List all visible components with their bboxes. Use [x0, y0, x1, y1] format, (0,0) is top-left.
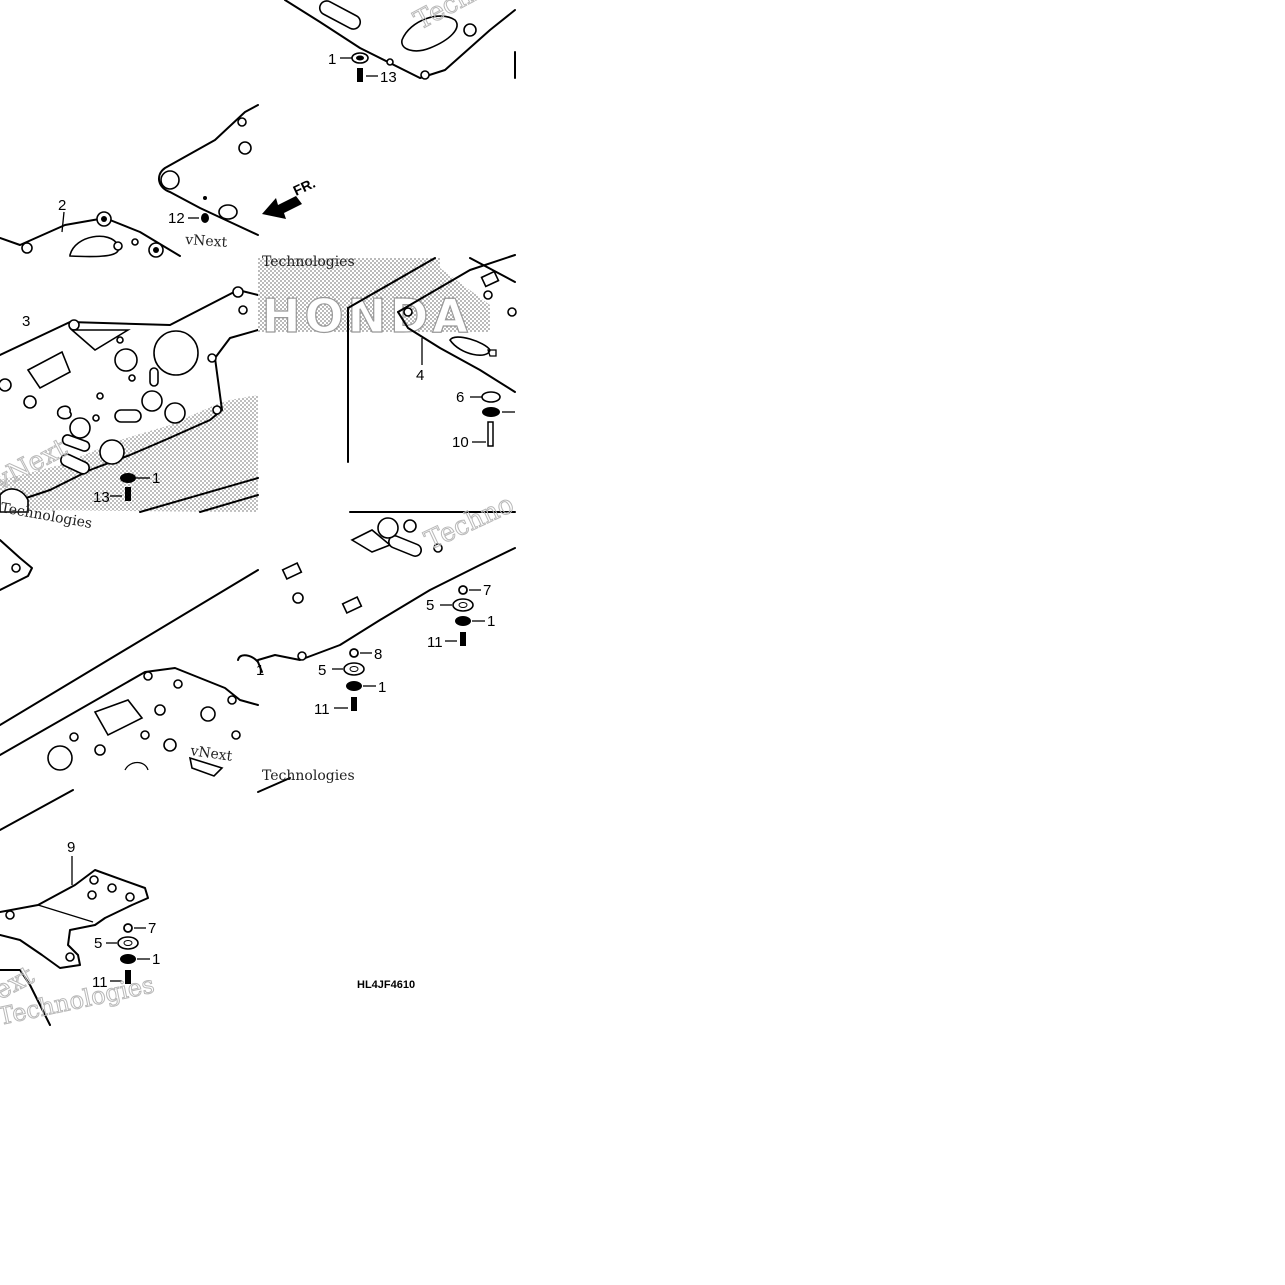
panel-top: Techno	[284, 0, 516, 82]
callout-5: 5	[94, 935, 102, 952]
callout-6: 6	[456, 389, 464, 406]
callout-3: 3	[22, 313, 30, 330]
watermark-technologies: Technologies	[262, 768, 355, 784]
panel-frame-left: vNext	[0, 539, 259, 831]
callout-1: 1	[487, 613, 495, 630]
callout-1: 1	[152, 470, 160, 487]
callout-12: 12	[168, 210, 185, 227]
callout-8: 8	[374, 646, 382, 663]
callout-9: 9	[67, 839, 75, 856]
callout-11: 11	[314, 701, 330, 718]
panel-part-4: HONDA Technologies	[258, 254, 517, 463]
svg-text:Techno: Techno	[409, 0, 506, 36]
callout-2: 2	[58, 197, 66, 214]
callout-7: 7	[148, 920, 156, 937]
callout-5: 5	[426, 597, 434, 614]
callout-1: 1	[378, 679, 386, 696]
watermark-technologies: Technologies	[262, 254, 355, 270]
svg-text:Techno: Techno	[420, 489, 518, 556]
callout-1: 1	[152, 951, 160, 968]
panel-hardware: Techno Technologies	[257, 489, 519, 793]
direction-label: FR.	[291, 175, 318, 199]
callout-5: 5	[318, 662, 326, 679]
diagram-code: HL4JF4610	[357, 979, 415, 991]
panel-part-9: ext Technologies	[0, 856, 157, 1031]
callout-1: 1	[328, 51, 336, 68]
panel-part-2: FR. vNext	[0, 104, 318, 258]
callout-1: 1	[256, 662, 264, 679]
callout-4: 4	[416, 367, 424, 384]
callout-13: 13	[93, 489, 110, 506]
callout-10: 10	[452, 434, 469, 451]
watermark-vnext: vNext	[184, 232, 228, 251]
callout-11: 11	[427, 634, 443, 651]
panel-part-3: vNext Technologies	[0, 286, 259, 532]
watermark-vnext: vNext	[188, 743, 233, 765]
callout-7: 7	[483, 582, 491, 599]
callout-13: 13	[380, 69, 397, 86]
callout-11: 11	[92, 974, 108, 991]
